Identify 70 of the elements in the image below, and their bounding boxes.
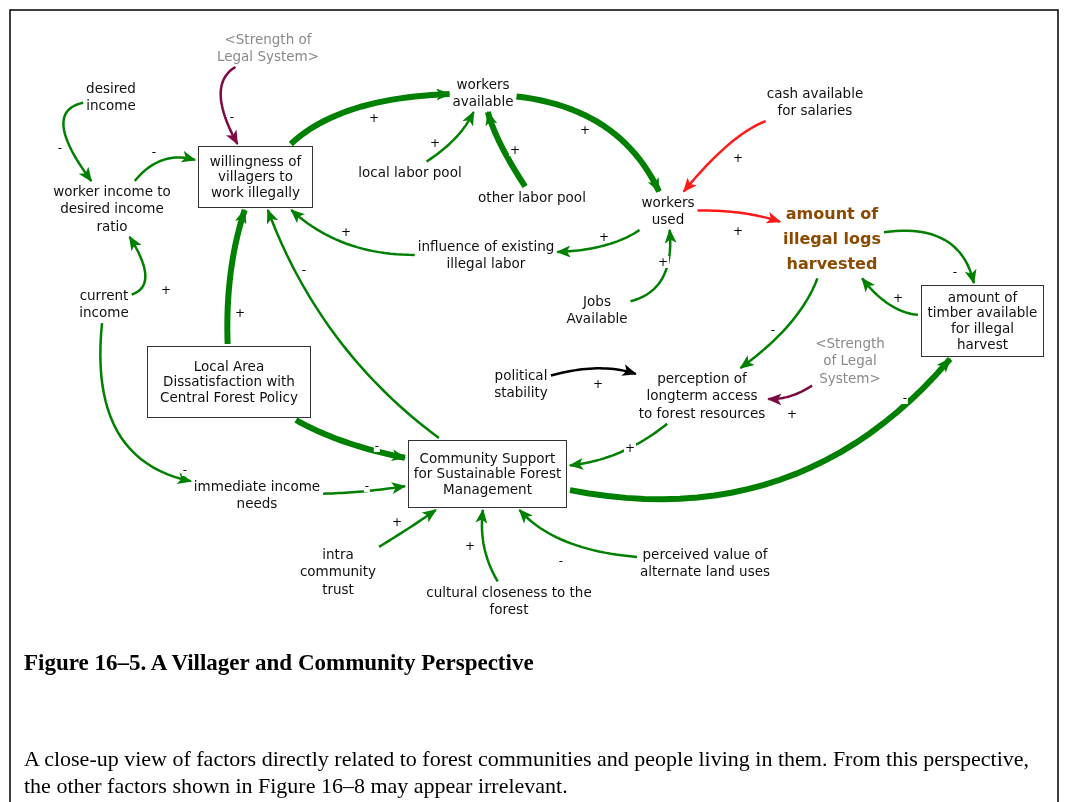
causal-arrow: [475, 508, 499, 583]
variable-label: local labor pool: [340, 163, 480, 181]
causal-arrow: [556, 229, 641, 258]
variable-box: Community Support for Sustainable Forest Management: [408, 440, 567, 508]
polarity-sign: +: [508, 144, 522, 156]
polarity-sign: +: [390, 516, 404, 528]
polarity-sign: +: [623, 442, 637, 454]
polarity-sign: +: [367, 112, 381, 124]
causal-arrow: [294, 417, 407, 462]
variable-label: political stability: [473, 366, 569, 402]
causal-arrow: [568, 422, 668, 470]
variable-label: desired income: [66, 79, 156, 115]
variable-label: workers available: [428, 75, 538, 111]
shadow-variable-label: <Strength of Legal System>: [212, 30, 324, 66]
variable-label: worker income to desired income ratio: [51, 183, 173, 235]
polarity-sign: +: [597, 231, 611, 243]
variable-box: Local Area Dissatisfaction with Central Forest Policy: [147, 346, 311, 418]
polarity-sign: +: [339, 226, 353, 238]
variable-label: perceived value of alternate land uses: [625, 545, 785, 581]
causal-arrow: [266, 208, 440, 439]
causal-arrow: [99, 322, 192, 484]
causal-arrow: [219, 66, 239, 146]
figure-title: Figure 16–5. A Villager and Community Perspective: [24, 650, 534, 676]
variable-label: influence of existing illegal labor: [400, 237, 572, 273]
figure-caption: A close-up view of factors directly related to forest communities and people living in them. From this perspective, the other factors shown in Figure 16–8 may appear irrelevant.: [24, 745, 1031, 799]
polarity-sign: +: [233, 307, 247, 319]
variable-box: amount of timber available for illegal harvest: [921, 285, 1044, 357]
variable-label: immediate income needs: [192, 477, 322, 513]
variable-label: intra community trust: [288, 546, 388, 598]
polarity-sign: +: [731, 152, 745, 164]
causal-arrow: [569, 357, 953, 503]
polarity-sign: +: [656, 256, 670, 268]
polarity-sign: +: [428, 137, 442, 149]
causal-arrow: [550, 364, 637, 377]
variable-label: cash available for salaries: [756, 84, 874, 120]
variable-label: perception of longterm access to forest resources: [638, 370, 766, 422]
variable-label: current income: [64, 286, 144, 322]
polarity-sign: +: [159, 284, 173, 296]
causal-arrow: [739, 277, 819, 369]
causal-arrow: [133, 150, 197, 182]
causal-arrow: [518, 509, 638, 559]
causal-arrow: [323, 482, 407, 495]
causal-arrow: [485, 110, 528, 189]
variable-label: Jobs Available: [552, 292, 642, 328]
causal-arrow: [516, 93, 662, 193]
causal-arrow: [128, 235, 147, 296]
causal-arrow: [288, 88, 451, 147]
causal-arrow: [861, 277, 919, 317]
key-variable-label: amount of illegal logs harvested: [772, 202, 892, 277]
causal-arrow: [883, 229, 977, 285]
polarity-sign: +: [891, 292, 905, 304]
causal-arrow: [224, 208, 248, 345]
variable-label: cultural closeness to the forest: [425, 583, 593, 619]
variable-label: workers used: [628, 193, 708, 229]
polarity-sign: +: [463, 540, 477, 552]
polarity-sign: +: [731, 225, 745, 237]
shadow-variable-label: <Strength of Legal System>: [810, 335, 890, 387]
causal-arrow: [682, 119, 767, 193]
causal-arrow: [290, 209, 415, 257]
polarity-sign: +: [578, 124, 592, 136]
variable-label: other labor pool: [462, 188, 602, 206]
causal-arrow: [630, 228, 677, 303]
causal-arrow: [62, 101, 93, 182]
polarity-sign: +: [785, 408, 799, 420]
causal-arrow: [378, 508, 437, 548]
causal-arrow: [697, 209, 782, 224]
variable-box: willingness of villagers to work illegally: [198, 146, 313, 208]
polarity-sign: +: [591, 378, 605, 390]
causal-arrow: [767, 384, 813, 406]
causal-arrow: [425, 110, 475, 163]
